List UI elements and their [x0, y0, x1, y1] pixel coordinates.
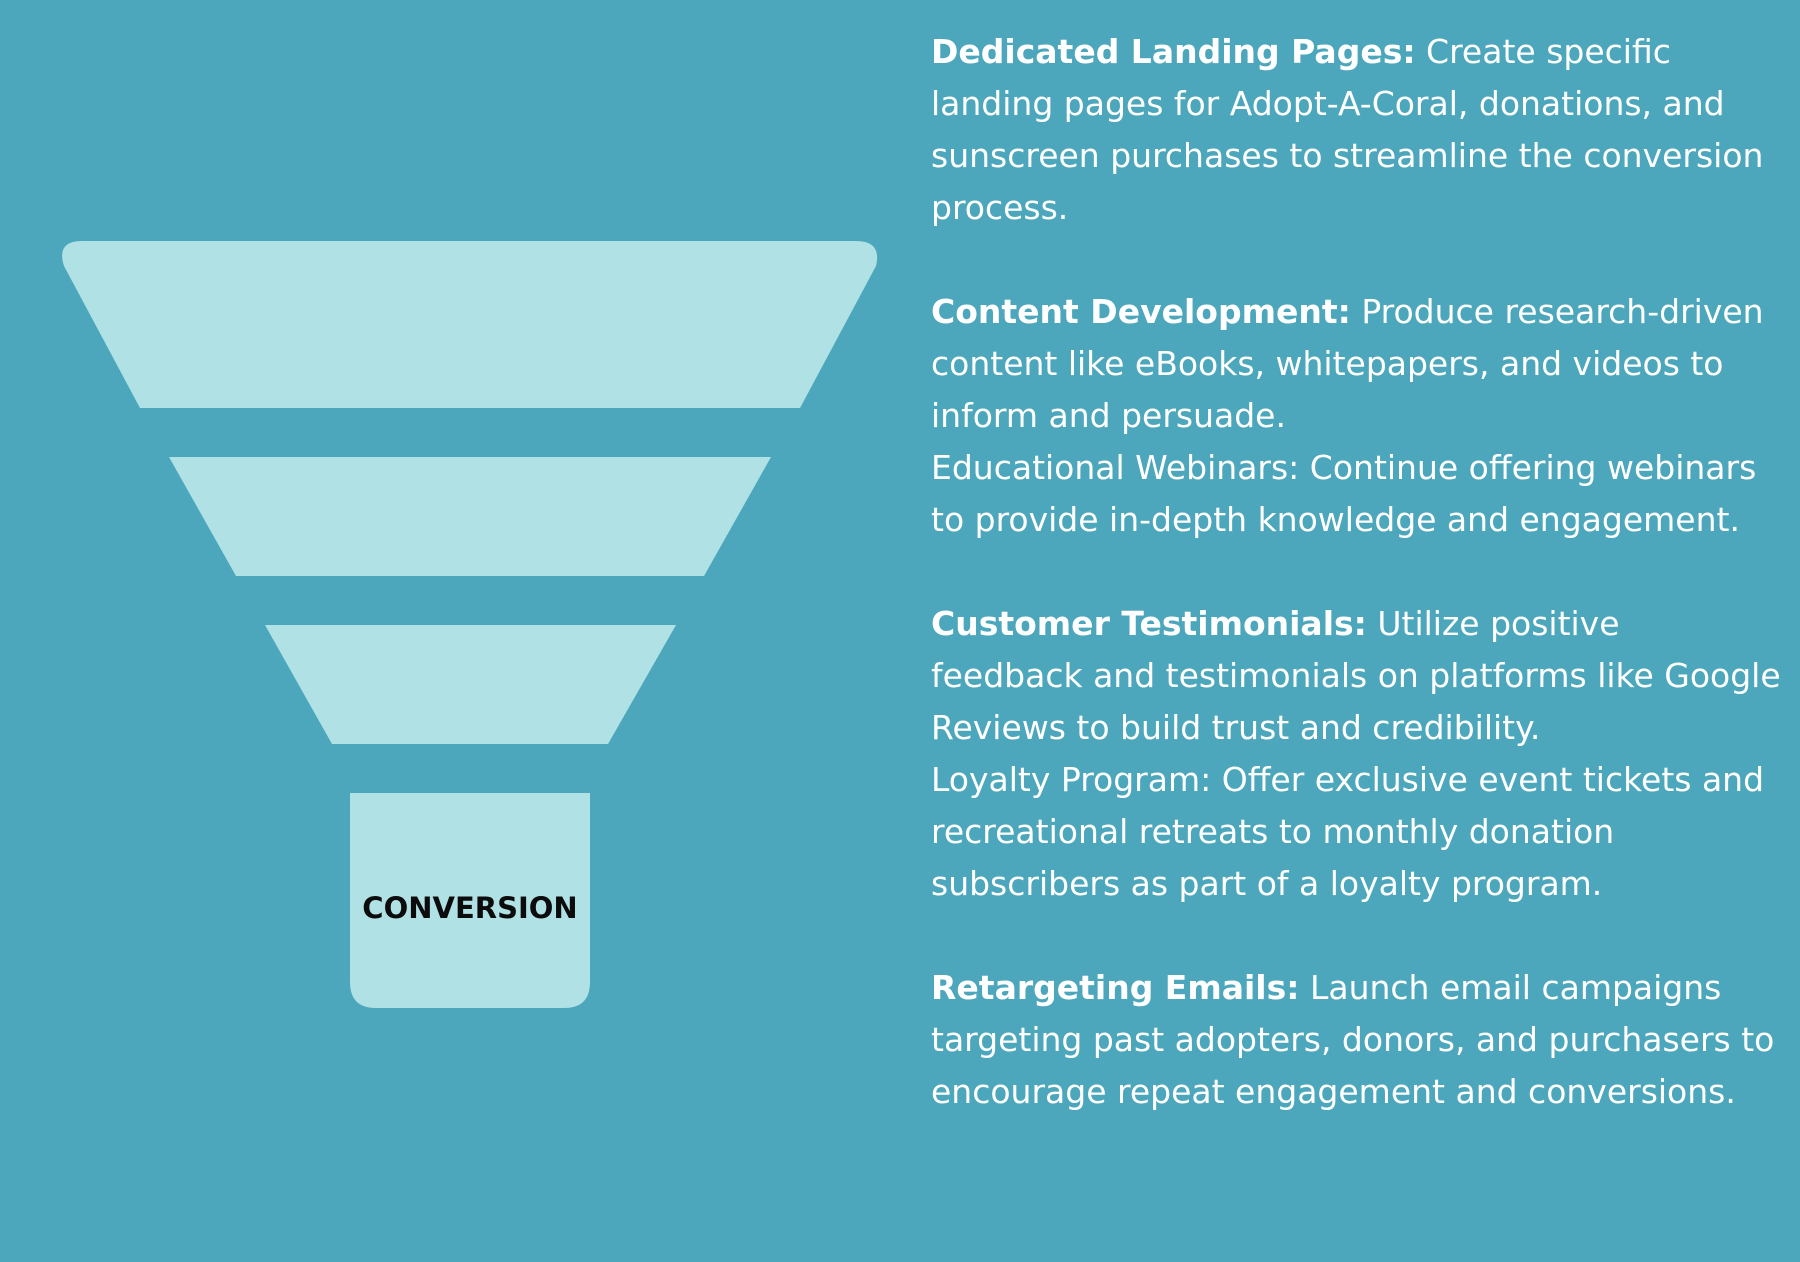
block-term: Customer Testimonials: — [931, 604, 1367, 643]
block-text: Create specific landing pages for Adopt-… — [931, 32, 1764, 227]
block-text: Utilize positive feedback and testimonia… — [931, 604, 1781, 747]
funnel-tier-1 — [62, 241, 878, 408]
strategy-list: Dedicated Landing Pages: Create specific… — [931, 26, 1781, 1118]
block-text: Launch email campaigns targeting past ad… — [931, 968, 1775, 1111]
block-extra: Loyalty Program: Offer exclusive event t… — [931, 760, 1765, 903]
conversion-funnel: CONVERSION — [62, 241, 878, 1008]
funnel-tier-2 — [169, 457, 771, 576]
block-text: Produce research-driven content like eBo… — [931, 292, 1764, 435]
block-paragraph: Dedicated Landing Pages: Create specific… — [931, 26, 1781, 234]
block-term: Content Development: — [931, 292, 1351, 331]
funnel-tier-4 — [350, 793, 590, 1008]
block-paragraph: Retargeting Emails: Launch email campaig… — [931, 962, 1781, 1118]
block-paragraph: Customer Testimonials: Utilize positive … — [931, 598, 1781, 754]
block-term: Dedicated Landing Pages: — [931, 32, 1416, 71]
block-paragraph: Content Development: Produce research-dr… — [931, 286, 1781, 442]
block-content-development: Content Development: Produce research-dr… — [931, 286, 1781, 546]
block-extra: Educational Webinars: Continue offering … — [931, 448, 1757, 539]
block-term: Retargeting Emails: — [931, 968, 1300, 1007]
funnel-tier-3 — [265, 625, 676, 744]
block-retargeting: Retargeting Emails: Launch email campaig… — [931, 962, 1781, 1118]
block-landing-pages: Dedicated Landing Pages: Create specific… — [931, 26, 1781, 234]
funnel-conversion-label: CONVERSION — [362, 891, 577, 925]
block-testimonials: Customer Testimonials: Utilize positive … — [931, 598, 1781, 910]
